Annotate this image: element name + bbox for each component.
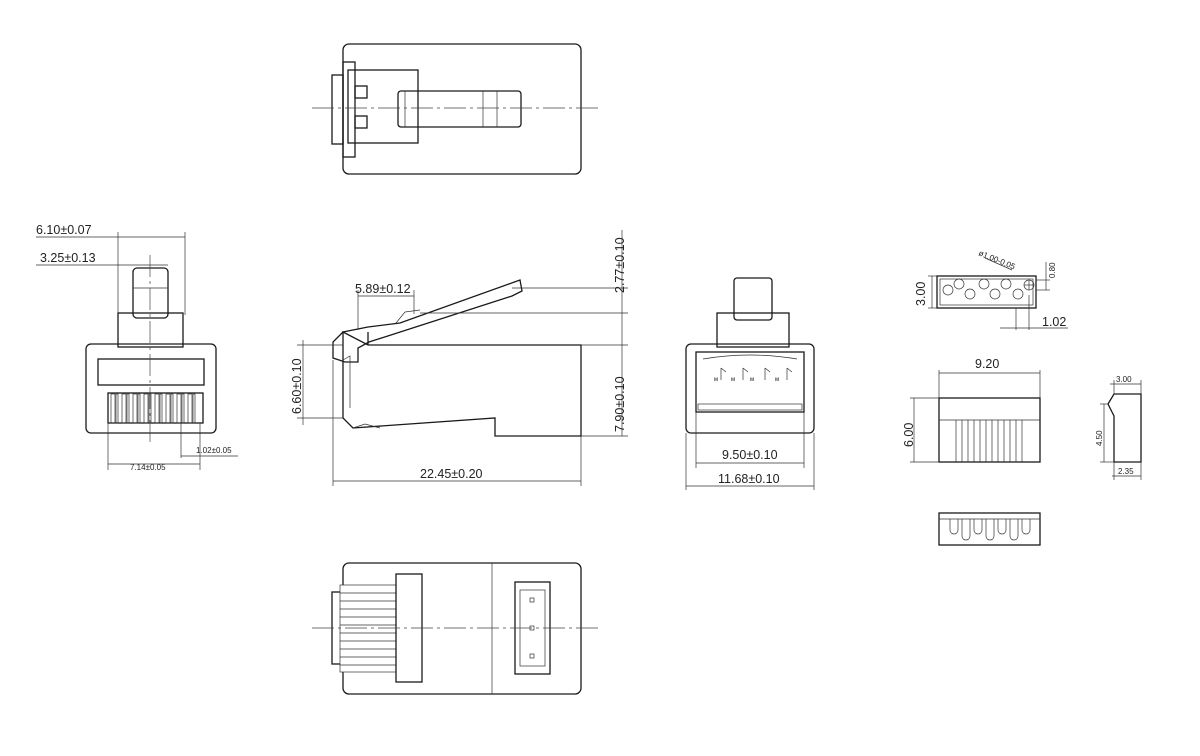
dim-3.25: 3.25±0.13 xyxy=(40,251,96,265)
insert-profile xyxy=(1100,380,1142,480)
dim-11.68: 11.68±0.10 xyxy=(718,472,780,486)
dim-1.02: 1.02 xyxy=(1042,315,1066,329)
dim-2.77: 2.77±0.10 xyxy=(613,237,627,293)
dim-7.90: 7.90±0.10 xyxy=(613,376,627,432)
dim-22.45: 22.45±0.20 xyxy=(420,467,483,481)
dim-4.50: 4.50 xyxy=(1095,430,1104,446)
dim-3.00: 3.00 xyxy=(914,282,928,306)
dim-1.02-blade: 1.02±0.05 xyxy=(196,446,232,455)
dim-9.20: 9.20 xyxy=(975,357,999,371)
dim-9.50: 9.50±0.10 xyxy=(722,448,778,462)
dim-7.14: 7.14±0.05 xyxy=(130,463,166,472)
side-view xyxy=(297,230,628,486)
dim-6.10: 6.10±0.07 xyxy=(36,223,92,237)
rear-contacts: ᴍ ᴍ ᴍ ᴍ xyxy=(714,367,793,383)
contact-blades xyxy=(110,393,196,424)
dim-2.35: 2.35 xyxy=(1118,467,1134,476)
dim-3.00-profile: 3.00 xyxy=(1116,375,1132,384)
insert-end-view xyxy=(928,257,1068,330)
dim-5.89: 5.89±0.12 xyxy=(355,282,411,296)
top-view xyxy=(312,43,600,175)
dim-phi1.00: ø1.00-0.05 xyxy=(977,249,1017,272)
insert-bottom-view xyxy=(938,512,1041,546)
bottom-ribs xyxy=(339,584,397,673)
dim-6.60: 6.60±0.10 xyxy=(290,358,304,414)
bottom-view xyxy=(312,562,600,695)
svg-text:ᴍ: ᴍ xyxy=(750,377,754,383)
dim-6.00: 6.00 xyxy=(902,423,916,447)
svg-text:ᴍ: ᴍ xyxy=(731,377,735,383)
svg-text:ᴍ: ᴍ xyxy=(775,377,779,383)
rear-view: ᴍ ᴍ ᴍ ᴍ xyxy=(685,277,815,490)
front-view-left xyxy=(36,232,238,470)
svg-text:ᴍ: ᴍ xyxy=(714,377,718,383)
dim-0.80: 0.80 xyxy=(1048,262,1057,278)
insert-side-view xyxy=(910,370,1041,463)
